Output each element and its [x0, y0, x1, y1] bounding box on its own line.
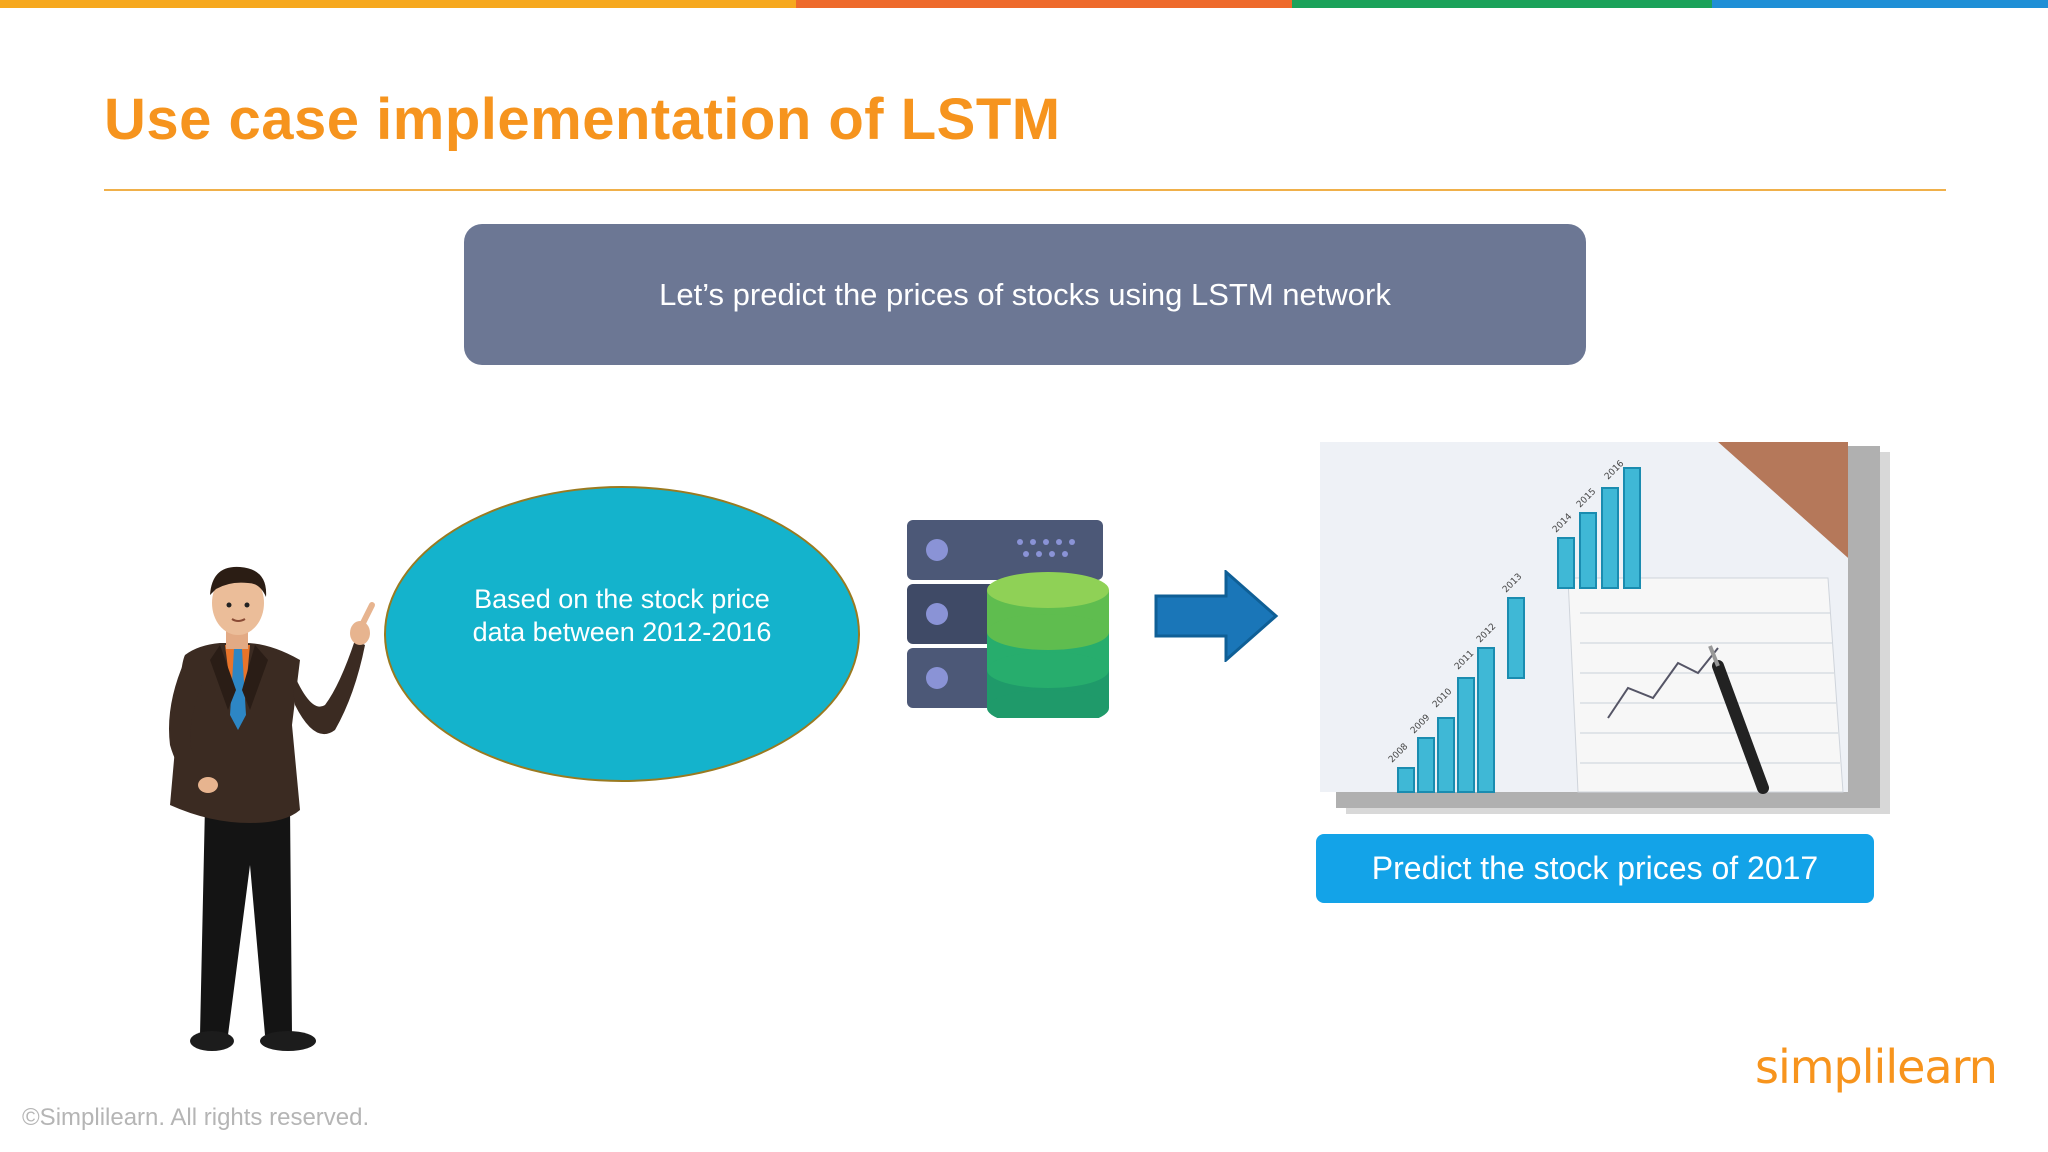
copyright-text: ©Simplilearn. All rights reserved. — [22, 1104, 370, 1131]
title-divider — [104, 189, 1946, 191]
speech-bubble: Based on the stock price data between 20… — [384, 486, 860, 782]
slide-title: Use case implementation of LSTM — [104, 87, 1061, 152]
top-bar-green — [1292, 0, 1712, 8]
top-bar-orange — [0, 0, 796, 8]
simplilearn-logo: simplilearn — [1755, 1040, 1998, 1094]
banner-text: Let’s predict the prices of stocks using… — [659, 276, 1391, 312]
top-bar-red — [796, 0, 1292, 8]
top-bar-blue — [1712, 0, 2048, 8]
top-color-bar — [0, 0, 2048, 8]
right-arrow-icon — [1154, 570, 1279, 662]
predict-label-box: Predict the stock prices of 2017 — [1316, 834, 1874, 903]
predict-label: Predict the stock prices of 2017 — [1371, 850, 1819, 886]
banner-box: Let’s predict the prices of stocks using… — [464, 224, 1586, 365]
businessman-pointing-icon — [169, 566, 375, 1051]
bubble-text: Based on the stock price data between 20… — [472, 584, 772, 647]
server-database-icon — [907, 520, 1109, 718]
stock-chart-photo: 2008 2009 2010 2011 2012 2013 2014 2015 … — [1320, 442, 1890, 814]
